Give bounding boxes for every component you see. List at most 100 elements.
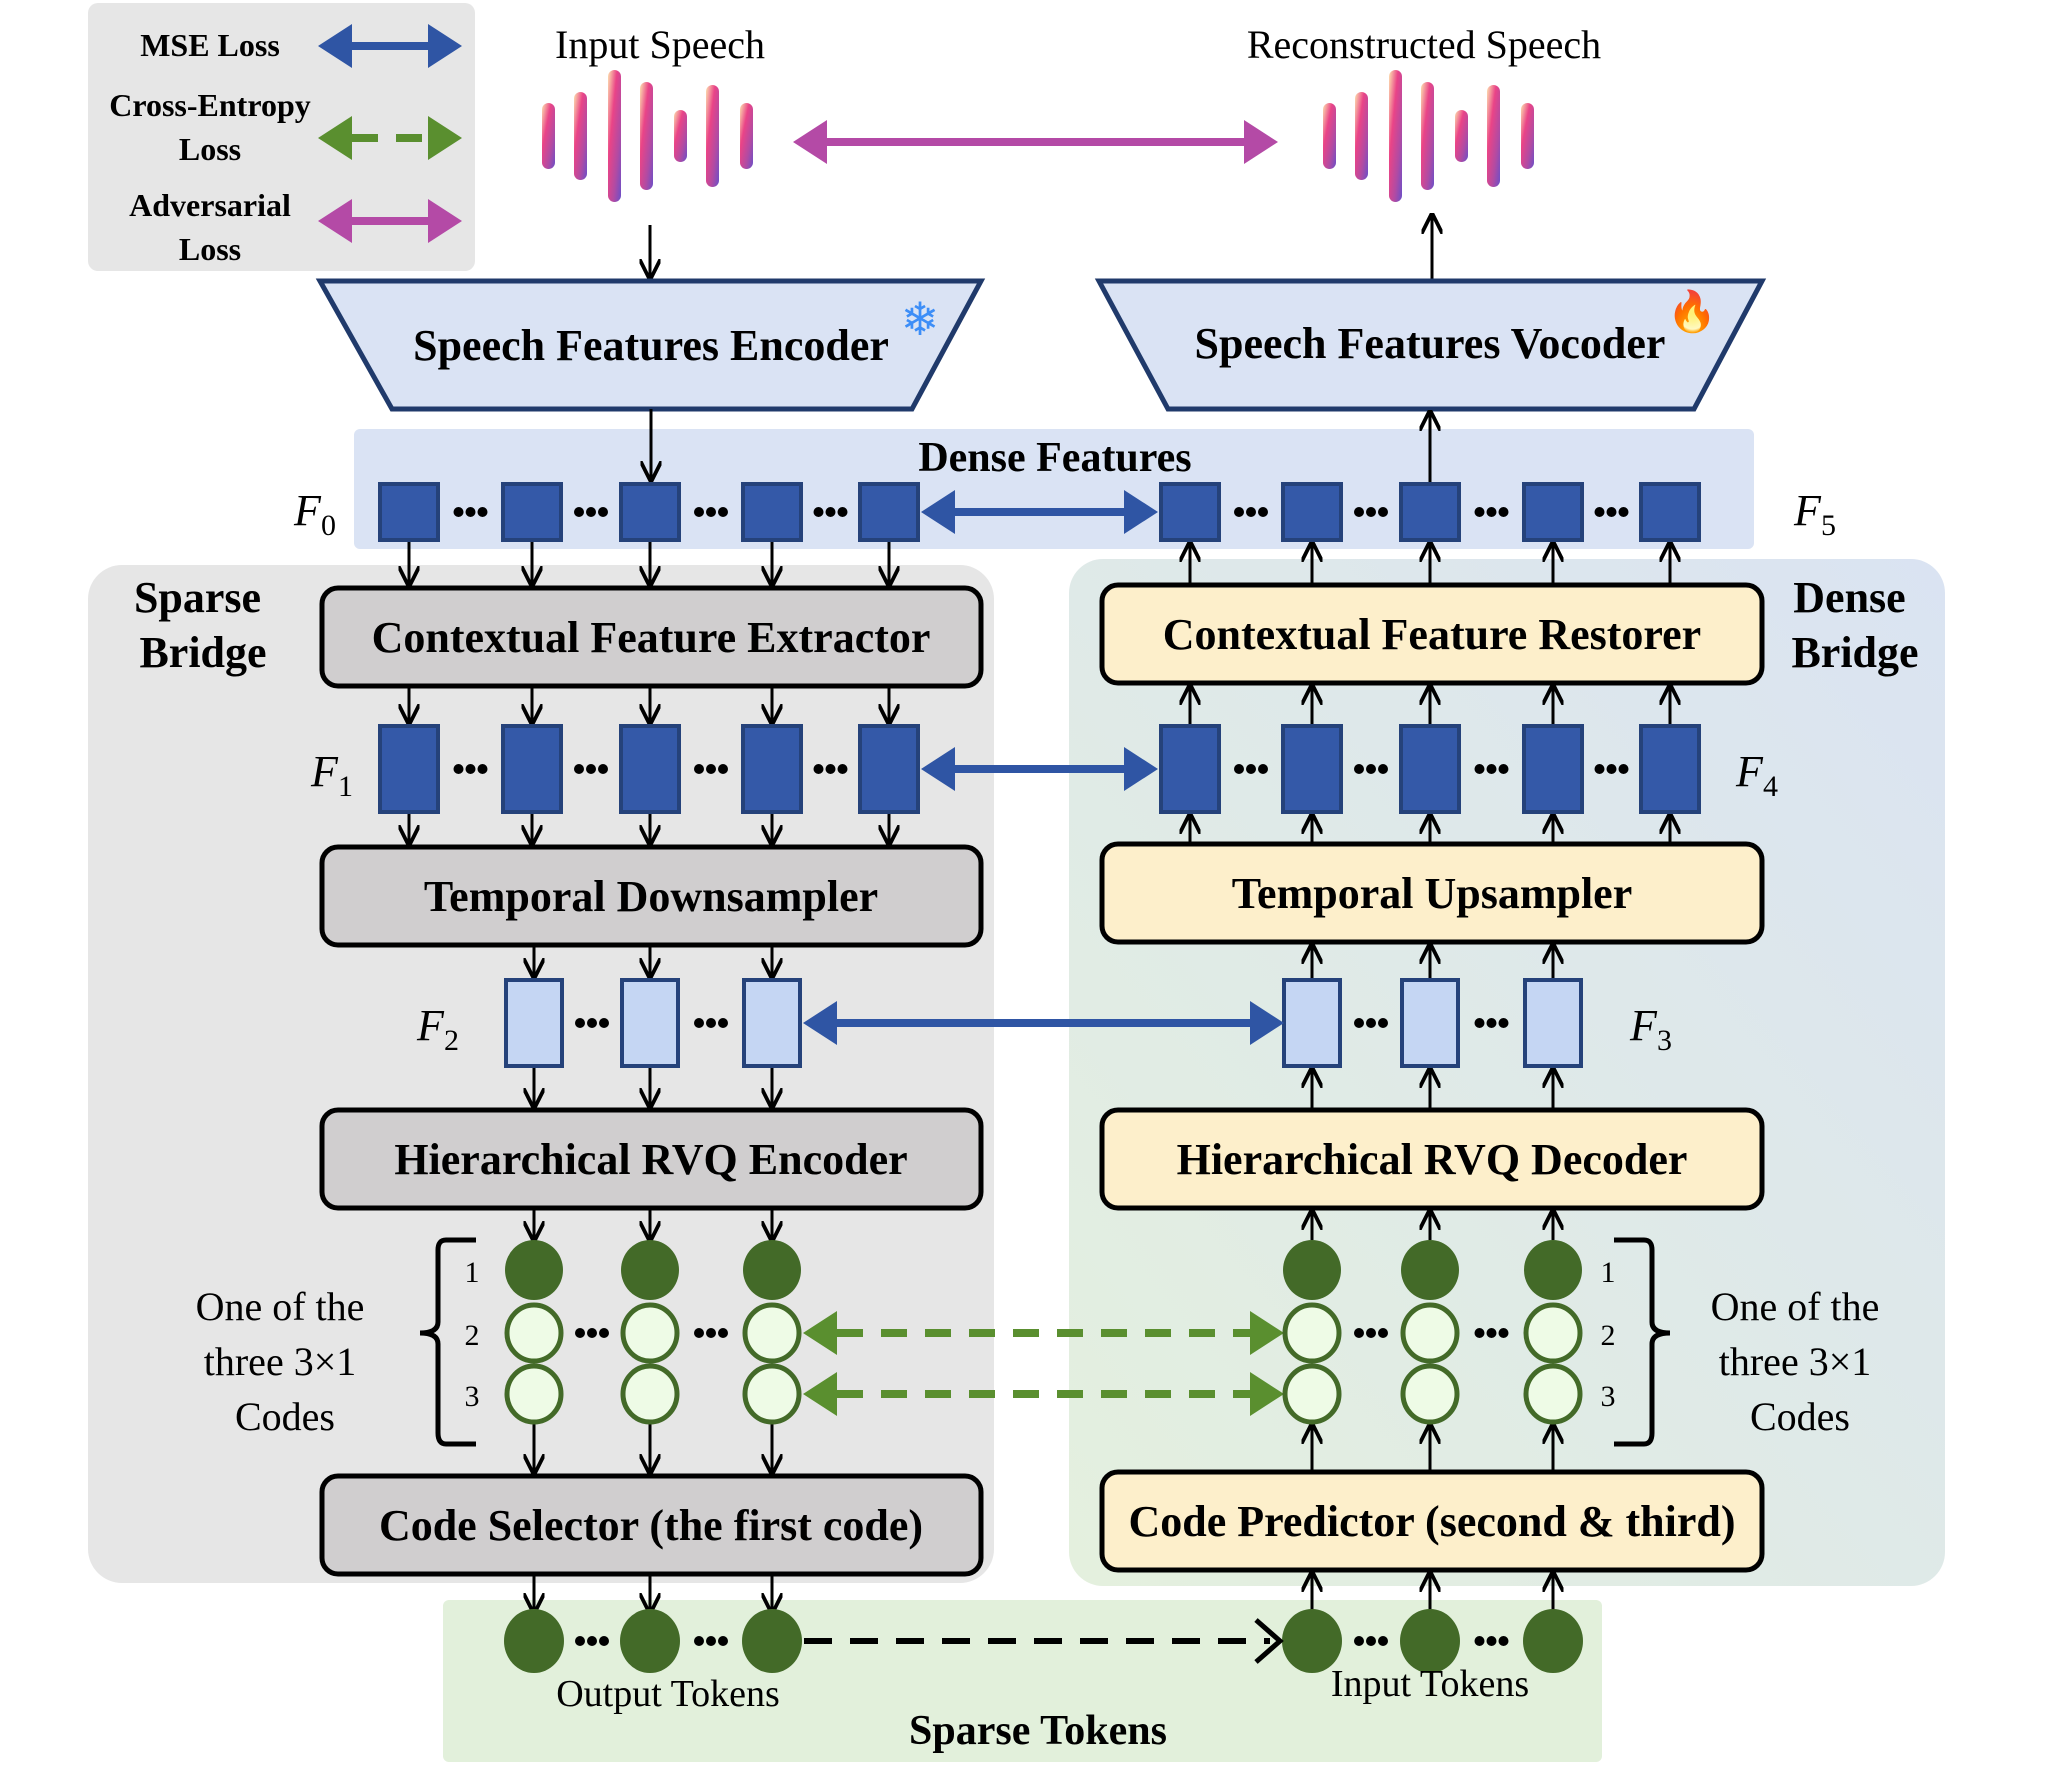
ellipsis bbox=[813, 507, 848, 517]
f4-vectors bbox=[1159, 724, 1701, 814]
legend-label-line: MSE Loss bbox=[140, 27, 280, 63]
feature-vector bbox=[1639, 724, 1701, 814]
input-token bbox=[1400, 1609, 1460, 1673]
ellipsis-dot bbox=[1486, 507, 1497, 517]
waveform-bar bbox=[1355, 92, 1368, 180]
output-token bbox=[742, 1609, 802, 1673]
ellipsis-dot bbox=[1354, 764, 1364, 774]
ellipsis-dot bbox=[694, 507, 704, 517]
legend-label-line: Loss bbox=[179, 131, 241, 167]
sparse-code-index-3: 3 bbox=[465, 1380, 480, 1413]
dense-code-index-3: 3 bbox=[1601, 1380, 1616, 1413]
adversarial-arrow-head-right bbox=[1244, 120, 1278, 164]
output-token bbox=[620, 1609, 680, 1673]
code-3 bbox=[1523, 1363, 1583, 1425]
f3-label: F3 bbox=[1629, 1001, 1672, 1057]
snowflake-icon: ❄ bbox=[901, 294, 940, 345]
ellipsis-dot bbox=[1366, 1018, 1376, 1028]
ellipsis-dot bbox=[574, 507, 584, 517]
feature-vector bbox=[619, 724, 681, 814]
ellipsis-dot bbox=[453, 507, 464, 517]
dense-codes bbox=[1282, 1240, 1583, 1425]
ellipsis-dot bbox=[1606, 507, 1617, 517]
feature-vector bbox=[858, 724, 920, 814]
mse-arrow-f0-f5-head-right bbox=[1124, 490, 1158, 534]
ellipsis-dot bbox=[1594, 507, 1605, 517]
ellipsis-dot bbox=[1498, 1018, 1509, 1028]
input-waveform-icon bbox=[542, 70, 753, 202]
ellipsis-dot bbox=[1378, 1636, 1388, 1646]
ellipsis-dot bbox=[1594, 764, 1605, 774]
ellipsis-dot bbox=[586, 507, 596, 517]
ellipsis-dot bbox=[1246, 507, 1256, 517]
f0-label: F0 bbox=[293, 486, 336, 542]
ellipsis-dot bbox=[587, 1018, 597, 1028]
hierarchical-rvq-decoder: Hierarchical RVQ Decoder bbox=[1099, 1107, 1765, 1211]
f2-label: F2 bbox=[416, 1001, 459, 1057]
svg-text:Code Selector (the first code): Code Selector (the first code) bbox=[379, 1501, 923, 1550]
ce-arrow-code2-head-left bbox=[803, 1311, 837, 1355]
ellipsis-dot bbox=[718, 1636, 728, 1646]
sparse-token-row bbox=[504, 1609, 1583, 1673]
speech-features-encoder: Speech Features Encoder ❄ bbox=[315, 278, 986, 412]
feature-vector bbox=[504, 978, 564, 1068]
ellipsis-dot bbox=[1498, 1636, 1509, 1646]
hierarchical-rvq-encoder: Hierarchical RVQ Encoder bbox=[319, 1107, 984, 1211]
dense-features-label: Dense Features bbox=[918, 435, 1191, 481]
feature-vector bbox=[858, 482, 920, 542]
ellipsis-dot bbox=[1606, 764, 1617, 774]
waveform-bar bbox=[574, 92, 587, 180]
waveform-bar bbox=[706, 85, 719, 187]
f0-vectors bbox=[378, 482, 920, 542]
ellipsis-dot bbox=[1378, 764, 1388, 774]
ellipsis-dot bbox=[706, 1018, 716, 1028]
ellipsis bbox=[575, 1328, 609, 1338]
legend-arrow-3-head-right bbox=[428, 199, 462, 243]
code-3 bbox=[504, 1363, 564, 1425]
ellipsis-dot bbox=[1486, 1018, 1497, 1028]
ellipsis-dot bbox=[1234, 507, 1244, 517]
f1-label: F1 bbox=[310, 747, 353, 803]
ellipsis bbox=[575, 1018, 609, 1028]
ellipsis bbox=[1594, 764, 1629, 774]
sparse-bridge-title: Sparse Bridge bbox=[134, 573, 272, 677]
feature-vector bbox=[741, 724, 803, 814]
ellipsis-dot bbox=[587, 1636, 597, 1646]
ellipsis-dot bbox=[1474, 1018, 1485, 1028]
contextual-feature-extractor: Contextual Feature Extractor bbox=[319, 585, 984, 689]
feature-vector bbox=[1281, 482, 1343, 542]
ellipsis bbox=[453, 507, 488, 517]
code-1 bbox=[743, 1240, 801, 1300]
feature-vectors bbox=[378, 482, 1701, 1068]
ellipsis-dot bbox=[837, 507, 848, 517]
ellipsis-dot bbox=[1474, 1636, 1485, 1646]
ellipsis bbox=[694, 1636, 728, 1646]
ellipsis-dot bbox=[706, 1636, 716, 1646]
sparse-codes-note: One of the three 3×1 Codes bbox=[196, 1284, 375, 1439]
ellipsis-dot bbox=[813, 507, 824, 517]
ellipsis-dot bbox=[477, 507, 488, 517]
ellipsis bbox=[574, 764, 608, 774]
ellipsis-dot bbox=[837, 764, 848, 774]
sparse-code-index-2: 2 bbox=[465, 1319, 480, 1352]
ellipsis bbox=[453, 764, 488, 774]
mse-arrow-f0-f5 bbox=[921, 490, 1158, 534]
vocoder-label: Speech Features Vocoder bbox=[1195, 319, 1666, 368]
ellipsis-dot bbox=[1378, 1328, 1388, 1338]
code-3 bbox=[1400, 1363, 1460, 1425]
code-2 bbox=[620, 1302, 680, 1364]
ellipsis bbox=[1354, 507, 1388, 517]
flow-arrows bbox=[409, 540, 1670, 1614]
legend-arrow-2 bbox=[318, 116, 462, 160]
code-1 bbox=[621, 1240, 679, 1300]
waveform-bar bbox=[674, 110, 687, 162]
svg-text:Hierarchical RVQ Decoder: Hierarchical RVQ Decoder bbox=[1177, 1135, 1688, 1184]
ellipsis-dot bbox=[1378, 1018, 1388, 1028]
loss-arrows bbox=[803, 490, 1284, 1416]
mse-arrow-f2-f3-head-right bbox=[1250, 1001, 1284, 1045]
ellipsis bbox=[694, 1018, 728, 1028]
feature-vector bbox=[501, 482, 563, 542]
mse-arrow-f1-f4 bbox=[921, 747, 1158, 791]
legend-panel bbox=[88, 3, 475, 271]
